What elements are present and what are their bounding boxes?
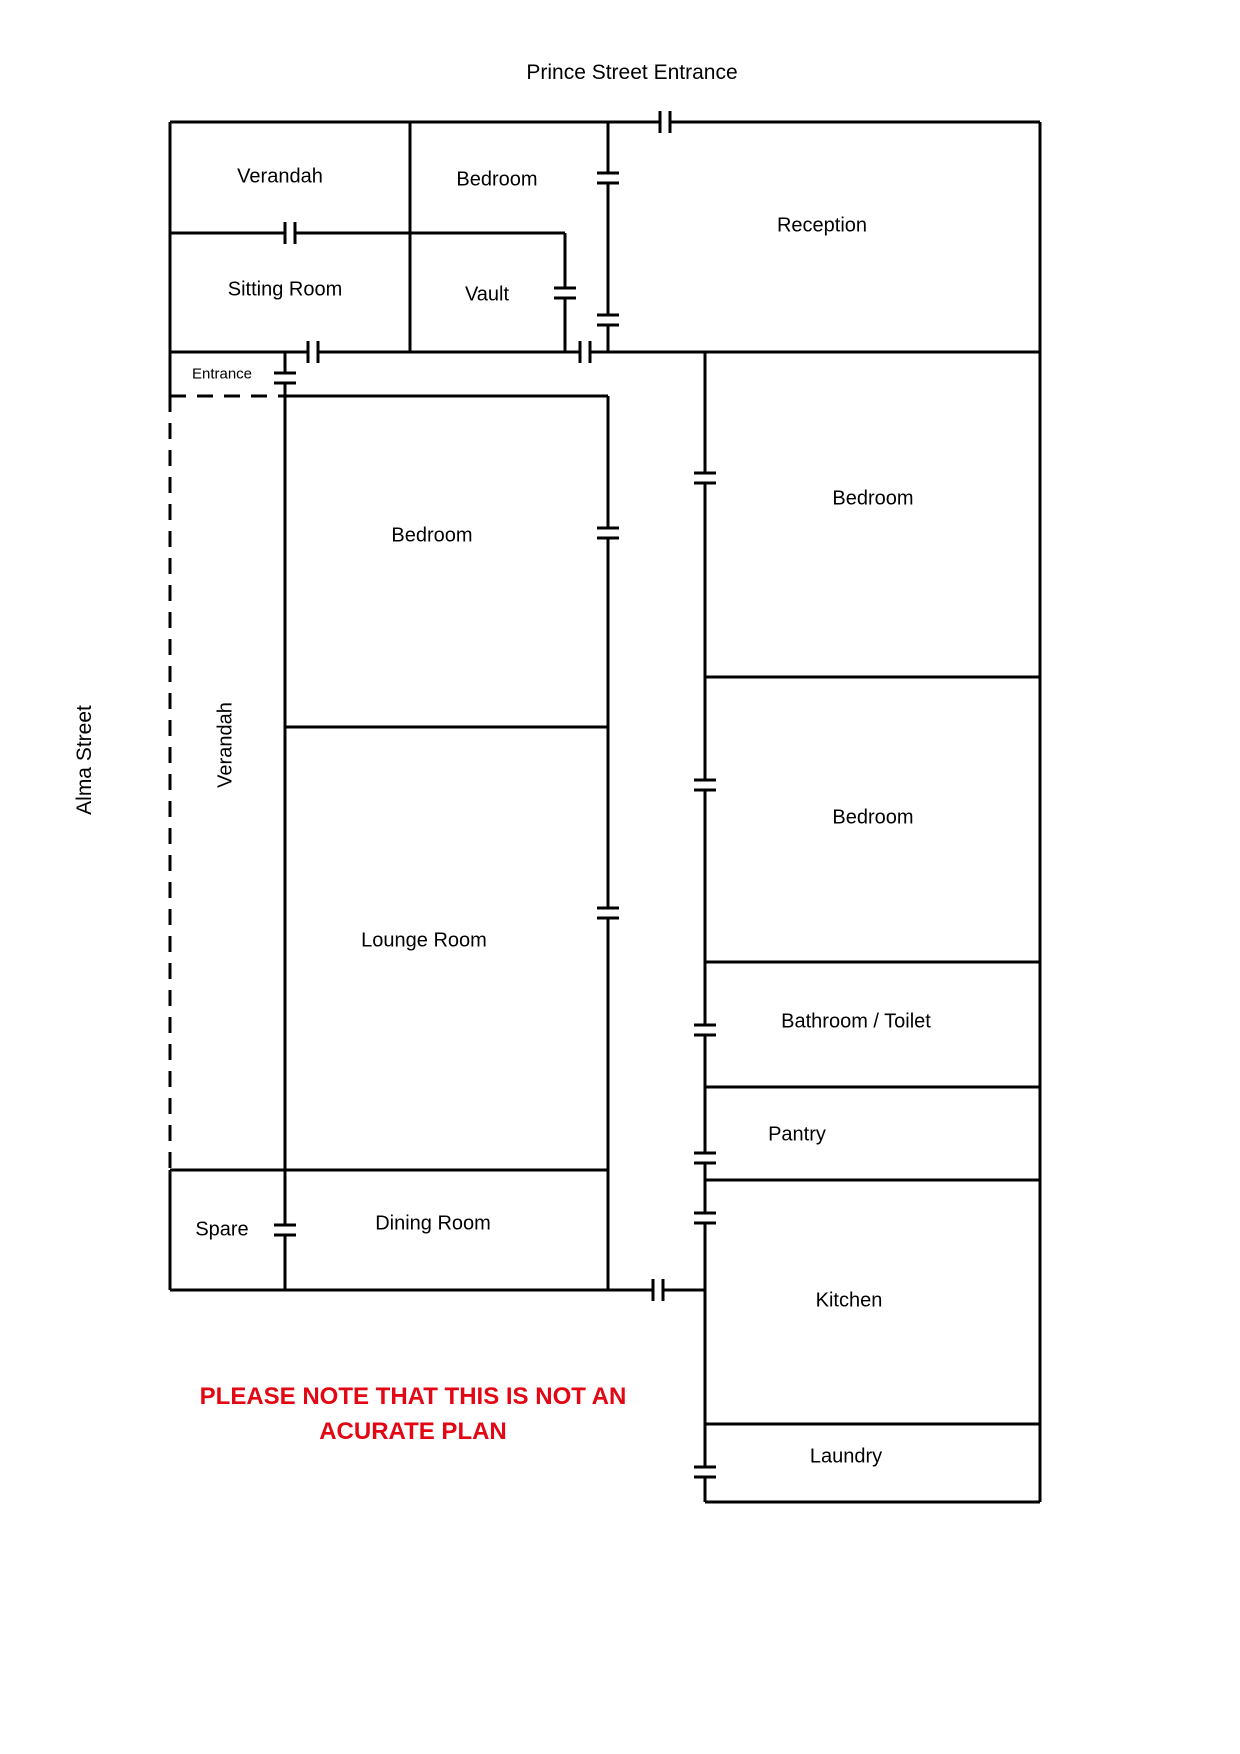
room-label-reception: Reception [776, 214, 868, 237]
note-line-1: PLEASE NOTE THAT THIS IS NOT AN [199, 1383, 627, 1410]
room-label-dining-room: Dining Room [375, 1212, 491, 1235]
walls-layer [168, 120, 1042, 1504]
room-label-lounge-room: Lounge Room [361, 929, 487, 952]
door-reception-hall [597, 313, 619, 327]
room-label-pantry: Pantry [768, 1123, 826, 1146]
room-label-vault: Vault [464, 283, 510, 306]
door-bedroom-middle [597, 526, 619, 540]
room-label-verandah-side: Verandah [214, 702, 237, 788]
door-spare-dining [274, 1223, 296, 1237]
door-entrance [274, 371, 296, 385]
room-label-sitting-room: Sitting Room [227, 278, 343, 301]
room-label-verandah-front: Verandah [237, 165, 323, 188]
room-label-bedroom-right-2: Bedroom [832, 806, 914, 829]
room-label-entrance: Entrance [191, 365, 253, 383]
note-line-2: ACURATE PLAN [319, 1417, 507, 1445]
door-bedroom-right-1 [694, 471, 716, 485]
plan-note: PLEASE NOTE THAT THIS IS NOT AN ACURATE … [178, 1380, 648, 1450]
room-label-laundry: Laundry [809, 1445, 883, 1468]
room-label-bedroom-front: Bedroom [456, 168, 538, 191]
room-label-bedroom-middle: Bedroom [391, 524, 473, 547]
door-hall-top [578, 341, 592, 363]
door-laundry [694, 1465, 716, 1479]
door-vault [554, 286, 576, 300]
door-pantry [694, 1151, 716, 1165]
room-label-spare: Spare [195, 1218, 249, 1241]
door-lounge-room [597, 906, 619, 920]
door-hall-bottom [651, 1279, 665, 1301]
door-reception-street [658, 111, 672, 133]
room-label-kitchen: Kitchen [815, 1289, 883, 1312]
room-label-bathroom-toilet: Bathroom / Toilet [781, 1010, 931, 1033]
door-sitting-room [306, 341, 320, 363]
doors-layer [274, 111, 716, 1479]
room-label-bedroom-right-1: Bedroom [832, 487, 914, 510]
door-bedroom-right-2 [694, 778, 716, 792]
door-bathroom-toilet [694, 1023, 716, 1037]
door-bedroom-front [597, 171, 619, 185]
door-verandah-sitting [283, 222, 297, 244]
plan-title: Prince Street Entrance [526, 61, 738, 84]
door-kitchen [694, 1211, 716, 1225]
